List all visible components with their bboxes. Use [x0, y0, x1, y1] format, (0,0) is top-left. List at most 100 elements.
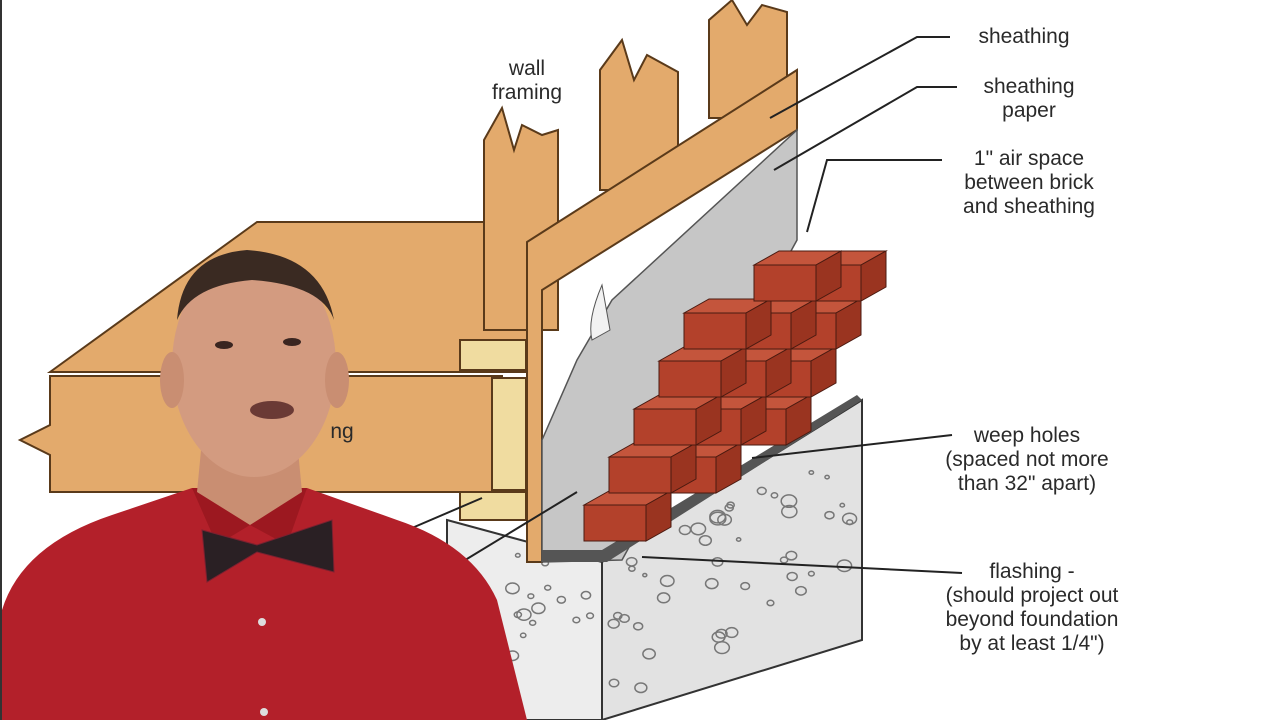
aggregate-speck [656, 592, 671, 604]
aggregate-speck [519, 632, 527, 639]
shirt [2, 488, 527, 720]
aggregate-speck [608, 678, 620, 688]
paper-curl [590, 283, 611, 341]
ear [160, 352, 184, 408]
aggregate-speck [528, 619, 537, 627]
aggregate-speck [711, 631, 726, 643]
aggregate-speck [513, 611, 523, 619]
aggregate-speck [618, 613, 630, 624]
aggregate-speck [794, 585, 807, 596]
brick [632, 394, 723, 446]
stud [483, 105, 559, 331]
aggregate-speck [756, 486, 767, 496]
aggregate-speck [556, 595, 567, 604]
sheathing-board [526, 68, 798, 563]
brick [657, 346, 748, 398]
eye [215, 341, 233, 349]
label-sheathing: sheathing [978, 25, 1069, 48]
aggregate-speck [846, 519, 854, 526]
aggregate-speck [709, 509, 727, 524]
aggregate-speck [824, 510, 835, 520]
label-line: (should project out [946, 584, 1119, 607]
aggregate-speck [527, 593, 535, 600]
aggregate-speck [572, 616, 581, 624]
label-line: (spaced not more [945, 448, 1108, 471]
aggregate-speck [780, 494, 798, 509]
label-line: flashing - [989, 560, 1074, 583]
aggregate-speck [807, 570, 815, 577]
bow-tie [201, 519, 335, 583]
leader-sheathing [769, 36, 950, 119]
brick [752, 250, 843, 302]
brick [582, 490, 673, 542]
label-line: beyond foundation [946, 608, 1119, 631]
brick-veneer [582, 250, 888, 542]
label-line: sheathing [978, 25, 1069, 48]
label-line: sheathing [983, 75, 1074, 98]
eye [283, 338, 301, 346]
aggregate-speck [824, 474, 830, 480]
label-line: than 32" apart) [958, 472, 1096, 495]
aggregate-speck [724, 626, 739, 639]
aggregate-speck [836, 559, 853, 573]
head [172, 253, 336, 477]
shirt-button [260, 708, 268, 716]
aggregate-speck [704, 577, 719, 590]
aggregate-speck [543, 584, 552, 591]
aggregate-speck [516, 608, 532, 621]
aggregate-speck [780, 504, 798, 519]
label-line: 1" air space [974, 147, 1084, 170]
shirt-button [258, 618, 266, 626]
aggregate-speck [580, 590, 592, 600]
aggregate-speck [628, 565, 636, 572]
leader-air-space [806, 159, 942, 233]
aggregate-speck [698, 534, 713, 547]
aggregate-speck [585, 612, 595, 620]
hair [177, 250, 334, 320]
aggregate-speck [785, 550, 798, 561]
aggregate-speck [786, 571, 798, 582]
leader-weep-holes [751, 434, 953, 459]
brick [607, 442, 698, 494]
label-line: paper [1002, 99, 1056, 122]
flashing-strip [542, 395, 862, 562]
aggregate-speck [766, 599, 775, 607]
aggregate-speck [839, 502, 846, 508]
label-line: weep holes [973, 424, 1080, 447]
aggregate-speck [607, 618, 620, 629]
leader-lines [411, 36, 963, 574]
aggregate-speck [779, 556, 789, 564]
obscured-label-fragment: ng [330, 420, 353, 443]
aggregate-speck [642, 572, 648, 578]
aggregate-speck [642, 648, 657, 660]
aggregate-speck [735, 537, 742, 542]
aggregate-speck [632, 621, 644, 631]
aggregate-speck [715, 628, 728, 639]
sill-block [459, 339, 527, 371]
aggregate-speck [505, 582, 520, 595]
label-line: by at least 1/4") [959, 632, 1104, 655]
aggregate-speck [514, 552, 521, 558]
aggregate-speck [770, 492, 779, 499]
ear [325, 352, 349, 408]
sill-block [491, 377, 527, 491]
label-line: wall [508, 57, 545, 80]
leader-flashing [641, 556, 963, 574]
leader-left [456, 491, 578, 566]
brick [682, 298, 773, 350]
sill-plate [459, 491, 527, 521]
aggregate-speck [678, 524, 692, 536]
aggregate-speck [808, 469, 815, 476]
mouth [250, 401, 294, 419]
label-line: framing [492, 81, 562, 104]
aggregate-speck [740, 581, 751, 591]
label-line: and sheathing [963, 195, 1095, 218]
leader-left [411, 497, 483, 529]
aggregate-speck [724, 503, 735, 512]
